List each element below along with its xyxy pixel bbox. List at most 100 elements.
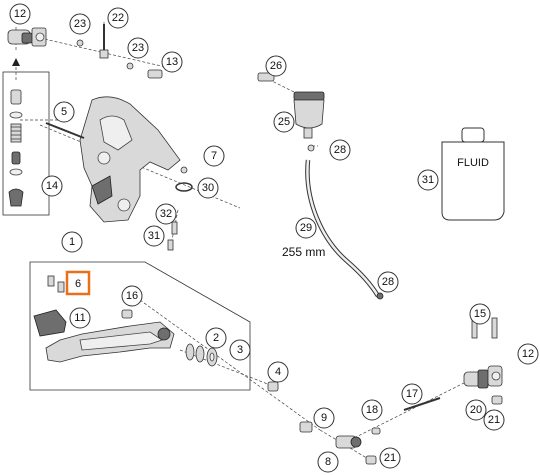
nut-4	[267, 381, 279, 392]
callout-28-bottom[interactable]: 28	[377, 271, 399, 293]
callout-3[interactable]: 3	[229, 339, 251, 361]
callout-1[interactable]: 1	[61, 231, 83, 253]
callout-33[interactable]: 32	[155, 203, 177, 225]
callout-31[interactable]: 31	[417, 169, 439, 191]
callout-15[interactable]: 15	[469, 303, 491, 325]
hose-clamp-28a	[307, 144, 315, 152]
brake-hose-29	[305, 159, 380, 298]
callout-5[interactable]: 5	[53, 101, 75, 123]
svg-text:31: 31	[422, 174, 434, 186]
callout-29[interactable]: 29	[295, 217, 317, 239]
o-ring-30	[175, 182, 193, 192]
callout-26[interactable]: 26	[265, 55, 287, 77]
master-cylinder-top	[7, 27, 47, 47]
screw-7	[180, 166, 188, 174]
svg-text:30: 30	[202, 182, 214, 194]
svg-text:11: 11	[74, 312, 85, 324]
svg-text:20: 20	[470, 404, 482, 416]
brake-pedal	[45, 321, 175, 363]
callout-9[interactable]: 9	[313, 407, 335, 429]
callout-14[interactable]: 14	[41, 175, 63, 197]
svg-text:7: 7	[211, 150, 217, 162]
repair-kit-14	[8, 89, 24, 207]
svg-text:26: 26	[270, 60, 282, 72]
svg-text:6: 6	[75, 278, 81, 290]
svg-text:15: 15	[474, 308, 486, 320]
callout-6-highlighted[interactable]: 6	[65, 270, 91, 296]
bolt-15b	[491, 317, 498, 339]
svg-text:1: 1	[69, 236, 75, 248]
svg-text:4: 4	[275, 366, 281, 378]
master-cylinder-bottom	[463, 365, 503, 389]
callout-23-a[interactable]: 23	[69, 13, 91, 35]
callout-13[interactable]: 13	[161, 51, 183, 73]
svg-text:29: 29	[300, 222, 312, 234]
washer-18	[371, 427, 381, 435]
bolt-22	[99, 24, 109, 59]
svg-text:18: 18	[366, 404, 378, 416]
svg-text:17: 17	[406, 388, 418, 400]
kit-frame-14	[2, 71, 50, 216]
callout-32[interactable]: 31	[143, 225, 165, 247]
washer-23a	[76, 39, 84, 47]
hose-length-label: 255 mm	[282, 245, 325, 259]
svg-text:32: 32	[160, 208, 172, 220]
svg-text:5: 5	[61, 106, 67, 118]
svg-text:31: 31	[148, 230, 160, 242]
callout-2[interactable]: 2	[205, 327, 227, 349]
callout-4[interactable]: 4	[267, 361, 289, 383]
svg-text:28: 28	[334, 144, 346, 156]
washer-23b	[126, 62, 134, 70]
callout-7[interactable]: 7	[203, 145, 225, 167]
pedal-pad-11	[33, 309, 67, 337]
svg-text:21: 21	[488, 414, 500, 426]
svg-text:14: 14	[46, 180, 58, 192]
svg-text:21: 21	[384, 452, 396, 464]
heel-guard-bracket	[79, 96, 181, 223]
svg-text:23: 23	[132, 42, 144, 54]
callout-28-top[interactable]: 28	[329, 139, 351, 161]
svg-text:2: 2	[213, 332, 219, 344]
clevis-8	[335, 435, 362, 449]
callout-18[interactable]: 18	[361, 399, 383, 421]
bolt-13	[147, 69, 163, 79]
callout-12-bottom[interactable]: 12	[517, 343, 539, 365]
callout-22[interactable]: 22	[107, 7, 129, 29]
svg-text:3: 3	[237, 344, 243, 356]
nut-21c	[491, 395, 503, 405]
callout-21-a[interactable]: 21	[379, 447, 401, 469]
svg-text:22: 22	[112, 12, 124, 24]
assembly-frame-1	[29, 261, 251, 391]
arrow-up-icon	[12, 58, 20, 66]
callout-17[interactable]: 17	[401, 383, 423, 405]
svg-text:8: 8	[325, 456, 331, 468]
bottle-label: FLUID	[457, 157, 489, 169]
svg-text:28: 28	[382, 276, 394, 288]
spring-16	[121, 309, 133, 319]
fluid-reservoir	[257, 72, 325, 139]
callout-12-top[interactable]: 12	[9, 3, 31, 25]
brake-fluid-bottle	[441, 127, 505, 221]
svg-text:9: 9	[321, 412, 327, 424]
small-screws	[47, 275, 65, 293]
svg-text:25: 25	[278, 116, 290, 128]
callout-25[interactable]: 25	[273, 111, 295, 133]
callout-30[interactable]: 30	[197, 177, 219, 199]
callout-16[interactable]: 16	[121, 285, 143, 307]
bolt-5	[45, 122, 85, 139]
svg-text:23: 23	[74, 18, 86, 30]
svg-text:16: 16	[126, 290, 138, 302]
callout-21-b[interactable]: 21	[483, 409, 505, 431]
rod-17	[403, 397, 441, 411]
bushings-2-3	[185, 343, 218, 367]
nut-21a	[365, 455, 377, 465]
callout-23-b[interactable]: 23	[127, 37, 149, 59]
hose-clamp-28b	[376, 292, 384, 300]
callout-11[interactable]: 11	[69, 307, 91, 329]
svg-text:13: 13	[166, 56, 178, 68]
callout-20[interactable]: 20	[465, 399, 487, 421]
pin-33	[171, 221, 178, 235]
callout-8[interactable]: 8	[317, 451, 339, 473]
